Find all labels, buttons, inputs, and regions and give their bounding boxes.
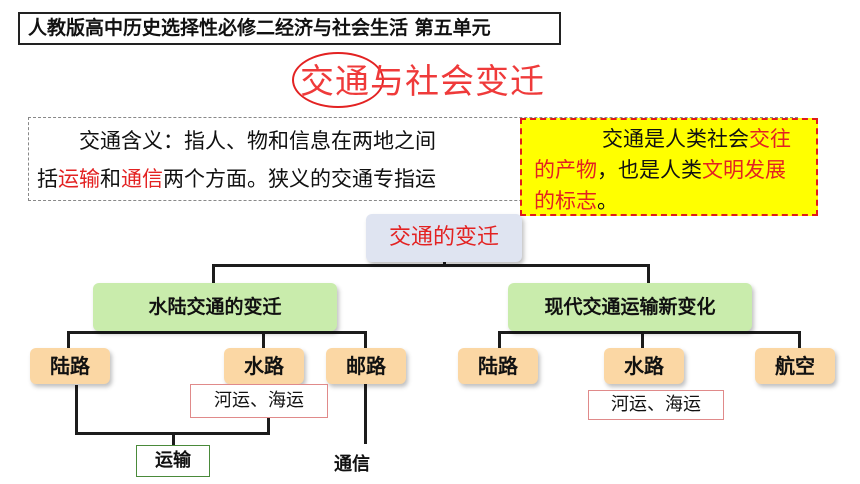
connector-left-drop-2: [262, 331, 265, 348]
bracket-stem: [172, 432, 175, 445]
connector-left-bar: [67, 331, 367, 334]
branch-modern-transport: 现代交通运输新变化: [508, 283, 752, 331]
connector-right-drop-3: [798, 331, 801, 348]
leaf-right-land-route: 陆路: [458, 348, 538, 384]
leaf-right-aviation: 航空: [755, 348, 835, 384]
leaf-left-land-route: 陆路: [30, 348, 110, 384]
connector-right-bar: [498, 331, 801, 334]
unit-header: 人教版高中历史选择性必修二经济与社会生活 第五单元: [18, 12, 561, 45]
definition-line-2: 括运输和通信两个方面。狭义的交通专指运: [37, 160, 789, 198]
callout-text-2: ，也是人类: [597, 158, 702, 182]
definition-text-2a: 括: [37, 167, 58, 191]
definition-keyword-communication: 通信: [121, 167, 163, 191]
connector-left-drop-1: [67, 331, 70, 348]
callout-keyword-exchange: 交往的产物: [534, 127, 791, 182]
definition-keyword-transport: 运输: [58, 167, 100, 191]
bracket-left-leg: [75, 385, 78, 434]
leaf-left-postal-route: 邮路: [326, 348, 406, 384]
branch-land-water-changes: 水陆交通的变迁: [93, 283, 337, 331]
connector-top-bar: [212, 264, 650, 267]
callout-keyword-civilization: 文明发展的标志: [534, 158, 786, 213]
callout-text-1: 交通是人类社会: [602, 127, 749, 151]
connector-left-drop-3: [364, 331, 367, 348]
definition-text-2c: 两个方面。狭义的交通专指运: [163, 167, 436, 191]
connector-root-down: [443, 262, 446, 265]
communication-label: 通信: [334, 454, 370, 475]
connector-right-drop-2: [641, 331, 644, 348]
leaf-right-water-route: 水路: [604, 348, 684, 384]
definition-text-1: 交通含义：指人、物和信息在两地之间: [79, 129, 436, 153]
definition-text-2b: 和: [100, 167, 121, 191]
connector-right-drop-1: [498, 331, 501, 348]
leaf-left-water-route: 水路: [224, 348, 304, 384]
bracket-right-leg: [267, 418, 270, 434]
post-to-communication-line: [364, 384, 367, 444]
definition-line-1: 交通含义：指人、物和信息在两地之间: [37, 122, 789, 160]
connector-top-right-drop: [647, 264, 650, 284]
page-title: 交通与社会变迁: [300, 62, 545, 102]
root-node: 交通的变迁: [366, 214, 522, 262]
transport-label: 运输: [136, 445, 210, 477]
left-water-note: 河运、海运: [190, 384, 328, 418]
callout-note: 交通是人类社会交往的产物，也是人类文明发展的标志。: [520, 118, 818, 216]
callout-text-3: 。: [597, 189, 618, 213]
title-highlight-circle: [292, 52, 384, 108]
right-water-note: 河运、海运: [588, 390, 724, 420]
connector-top-left-drop: [212, 264, 215, 284]
